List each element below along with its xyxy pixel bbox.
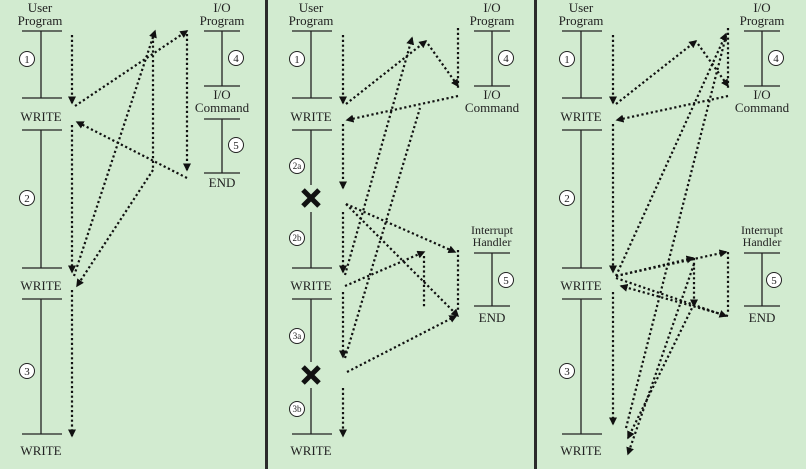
step-marker [559,363,575,379]
flow-arrow [74,30,189,107]
user-program-label-2: Program [18,13,63,28]
user-program-label: User [299,0,324,15]
write-label: WRITE [560,278,601,293]
panel-b: User Program I/O Program WRITE WRITE WRI… [289,0,520,458]
step-number: 3b [293,404,303,414]
write-label: WRITE [560,443,601,458]
io-program-label: I/O [213,0,230,15]
step-marker [19,363,35,379]
step-number: 2 [24,193,30,205]
io-command-label-2: Command [465,100,520,115]
flow-arrow [76,169,154,288]
io-command-label-2: Command [195,100,250,115]
end-label: END [749,310,776,325]
io-program-label: I/O [483,0,500,15]
io-program-label-2: Program [200,13,245,28]
interrupt-handler-label-2: Handler [743,235,782,249]
flow-arrow [346,315,458,373]
step-marker [559,190,575,206]
step-number: 3 [564,366,570,378]
panel-divider-right [534,0,537,469]
user-program-label: User [569,0,594,15]
user-program-label-2: Program [559,13,604,28]
user-program-label: User [28,0,53,15]
step-number: 4 [233,53,239,65]
step-marker [289,158,305,174]
step-marker [228,50,244,66]
flow-arrow [75,121,188,179]
step-number: 2a [293,161,302,171]
io-command-label: I/O [483,87,500,102]
flow-arrow [427,43,459,88]
flow-arrow [627,303,695,440]
write-label: WRITE [20,109,61,124]
interrupt-handler-label: Interrupt [471,223,514,237]
write-label: WRITE [290,443,331,458]
x-mark-icon [301,365,321,385]
io-program-label: I/O [753,0,770,15]
step-marker [289,230,305,246]
flow-arrow [624,35,728,429]
user-program-label-2: Program [289,13,334,28]
step-number: 1 [564,54,570,66]
io-command-label: I/O [753,87,770,102]
interrupt-handler-label: Interrupt [741,223,784,237]
step-marker [559,51,575,67]
write-label: WRITE [20,278,61,293]
step-marker [19,190,35,206]
write-label: WRITE [20,443,61,458]
step-number: 2b [293,233,303,243]
step-number: 3a [293,331,302,341]
interrupt-handler-label-2: Handler [473,235,512,249]
step-marker [766,272,782,288]
end-label: END [209,175,236,190]
x-mark-icon [301,188,321,208]
panel-a: User Program I/O Program WRITE WRITE WRI… [18,0,250,458]
step-number: 1 [24,54,30,66]
panel-c: User Program I/O Program WRITE WRITE WRI… [559,0,790,458]
flow-arrow [345,202,457,254]
io-command-label-2: Command [735,100,790,115]
step-marker [19,51,35,67]
flow-arrow [343,107,422,359]
flow-arrow [614,32,728,277]
step-number: 5 [503,275,509,287]
flow-arrow [619,283,729,318]
write-label: WRITE [290,278,331,293]
step-number: 2 [564,193,570,205]
end-label: END [479,310,506,325]
step-number: 4 [503,53,509,65]
panel-divider-left [265,0,268,469]
io-program-label-2: Program [740,13,785,28]
step-number: 4 [773,53,779,65]
io-program-label-2: Program [470,13,515,28]
write-label: WRITE [560,109,601,124]
step-number: 5 [771,275,777,287]
step-number: 1 [294,54,300,66]
step-marker [289,401,305,417]
io-command-label: I/O [213,87,230,102]
step-marker [498,272,514,288]
write-label: WRITE [290,109,331,124]
step-marker [498,50,514,66]
step-marker [289,328,305,344]
step-marker [768,50,784,66]
step-number: 3 [24,366,30,378]
step-number: 5 [233,140,239,152]
step-marker [289,51,305,67]
step-marker [228,137,244,153]
